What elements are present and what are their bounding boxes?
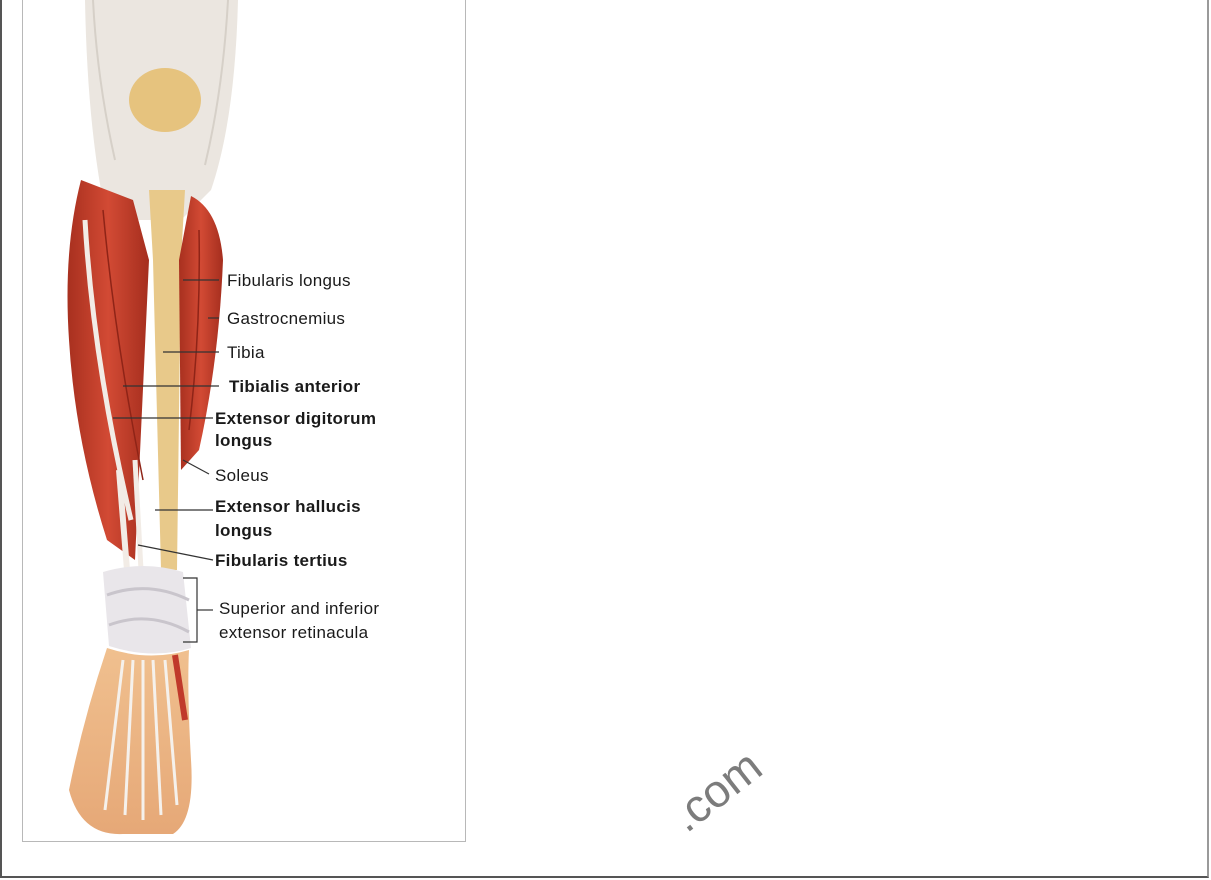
tibia-bone — [149, 190, 185, 570]
extensor-retinacula — [103, 566, 191, 654]
label-soleus: Soleus — [215, 465, 269, 487]
label-extensor-digitorum-longus: longus — [215, 430, 273, 452]
label-extensor-retinacula-line2: extensor retinacula — [219, 622, 368, 644]
patella — [129, 68, 201, 132]
label-extensor-hallucis-longus: longus — [215, 520, 273, 542]
label-fibularis-longus: Fibularis longus — [227, 270, 351, 292]
label-tibialis-anterior: Tibialis anterior — [229, 376, 360, 398]
label-gastrocnemius: Gastrocnemius — [227, 308, 345, 330]
label-fibularis-tertius: Fibularis tertius — [215, 550, 348, 572]
label-extensor-hallucis: Extensor hallucis — [215, 496, 361, 518]
label-extensor-digitorum: Extensor digitorum — [215, 408, 376, 430]
anatomy-figure: Fibularis longus Gastrocnemius Tibia Tib… — [22, 0, 466, 842]
label-extensor-retinacula-line1: Superior and inferior — [219, 598, 379, 620]
label-tibia: Tibia — [227, 342, 265, 364]
